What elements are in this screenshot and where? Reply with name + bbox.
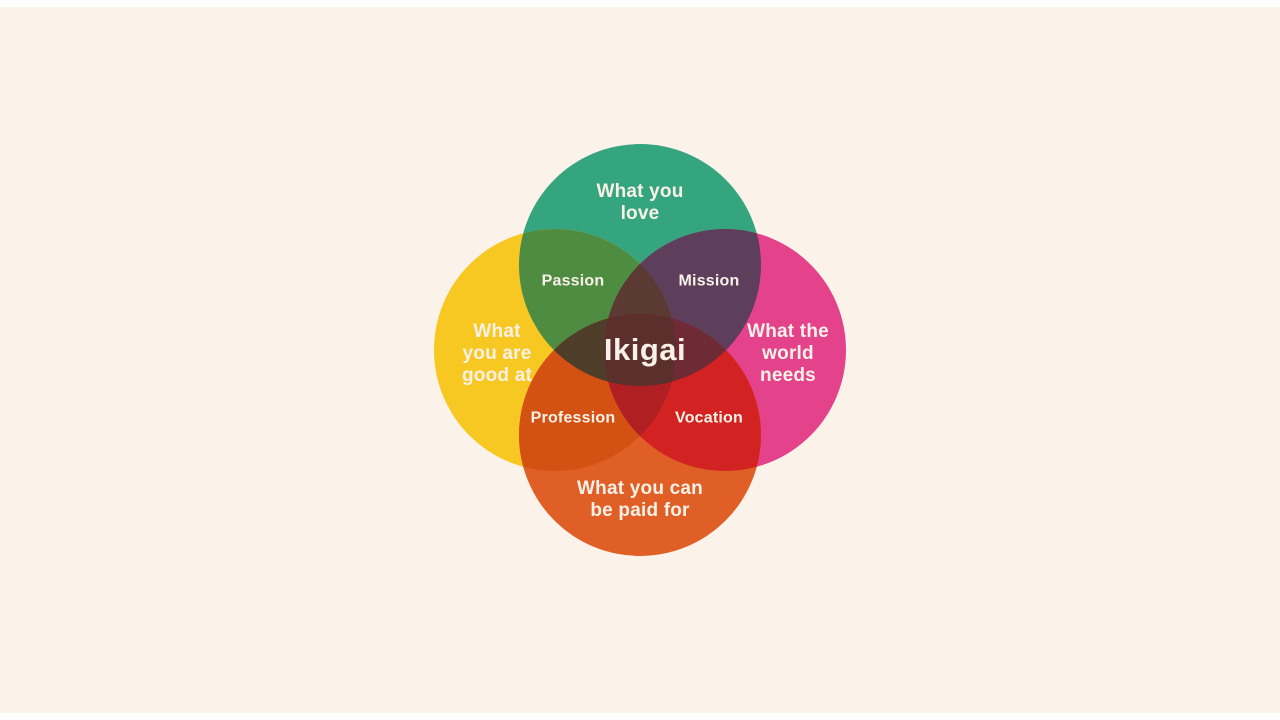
label-what-you-can-be-paid-for: What you can be paid for (577, 477, 703, 521)
label-what-you-love: What you love (596, 180, 684, 224)
wedge-right-triple-overlap (604, 314, 761, 386)
wedge-top-triple-overlap (604, 229, 676, 386)
label-profession: Profession (530, 409, 616, 427)
wedge-left-triple-overlap (519, 314, 676, 386)
label-what-the-world-needs: What the world needs (747, 320, 829, 387)
bottom-letterbox-bar (0, 713, 1280, 720)
top-letterbox-bar (0, 0, 1280, 7)
label-what-you-are-good-at: What you are good at (462, 320, 532, 387)
label-vocation: Vocation (675, 409, 743, 427)
label-mission: Mission (678, 272, 740, 290)
label-ikigai: Ikigai (603, 332, 687, 368)
label-passion: Passion (541, 272, 605, 290)
wedge-bottom-triple-overlap (604, 314, 676, 471)
